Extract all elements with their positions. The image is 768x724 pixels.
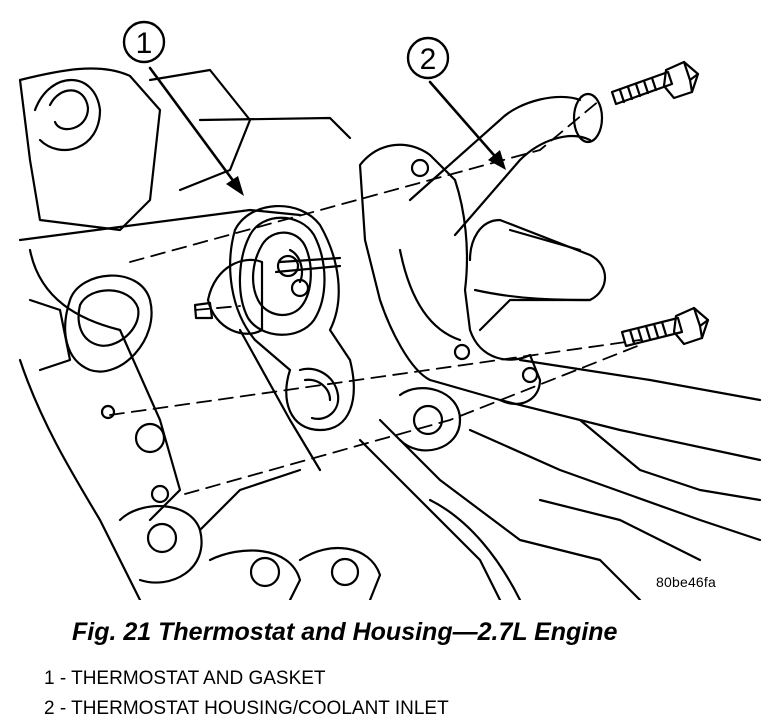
callout-leaders [148,66,502,192]
figure-code: 80be46fa [656,574,716,590]
engine-block [18,67,762,600]
callout-2-number: 2 [420,43,437,76]
lower-bolt [620,306,710,348]
figure-caption: Fig. 21 Thermostat and Housing—2.7L Engi… [72,618,618,646]
thermostat-housing [358,92,606,405]
legend: 1 - THERMOSTAT AND GASKET 2 - THERMOSTAT… [44,664,449,724]
legend-item-thermostat: 1 - THERMOSTAT AND GASKET [44,668,326,689]
legend-item-housing: 2 - THERMOSTAT HOUSING/COOLANT INLET [44,698,449,719]
thermostat-diagram: 1 2 [18,20,762,600]
callout-1-circle [122,20,166,64]
upper-bolt [610,60,700,106]
callout-1-arrowhead [226,176,244,196]
thermostat-and-gasket [193,204,355,432]
alignment-lines [109,99,641,495]
callout-2-circle [406,36,450,80]
callout-1-number: 1 [136,27,153,60]
callout-2-arrowhead [488,150,506,170]
